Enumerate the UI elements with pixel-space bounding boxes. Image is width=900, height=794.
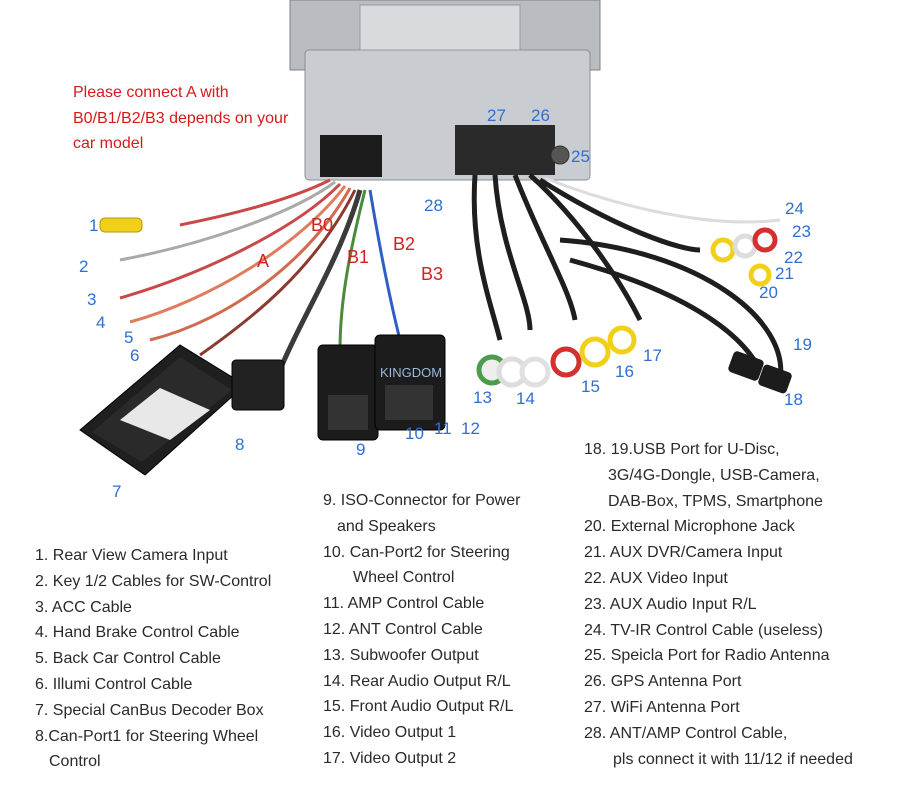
right-cables: [471, 173, 784, 381]
legend-item-25: 25. Speicla Port for Radio Antenna: [584, 647, 830, 665]
callout-6: 6: [130, 346, 140, 365]
legend-item-10: 10. Can-Port2 for Steering: [323, 543, 510, 561]
usb-ports: [728, 351, 792, 394]
legend-item-21: 21. AUX DVR/Camera Input: [584, 544, 783, 562]
callout-3: 3: [87, 290, 97, 309]
connector-b3-label: B3: [421, 264, 444, 284]
callout-22: 22: [784, 248, 803, 267]
legend-item-27: 27. WiFi Antenna Port: [584, 698, 740, 716]
callout-27: 27: [487, 106, 506, 125]
legend-item-16: 16. Video Output 1: [323, 724, 457, 742]
legend-item-28-cont: pls connect it with 11/12 if needed: [613, 750, 853, 768]
callout-12: 12: [461, 419, 480, 438]
callout-25: 25: [571, 147, 590, 166]
legend-item-18-19: 18. 19.USB Port for U-Disc,: [584, 441, 780, 458]
callout-5: 5: [124, 328, 134, 347]
legend-item-4: 4. Hand Brake Control Cable: [35, 624, 240, 642]
callout-14: 14: [516, 389, 535, 408]
connector-b1-label: B1: [347, 247, 370, 267]
legend-item-28: 28. ANT/AMP Control Cable,: [584, 724, 788, 742]
callout-28: 28: [424, 196, 443, 215]
legend-item-18-19-cont-2: DAB-Box, TPMS, Smartphone: [608, 492, 823, 510]
callout-18: 18: [784, 390, 803, 409]
callout-19: 19: [793, 335, 812, 354]
legend-item-14: 14. Rear Audio Output R/L: [323, 672, 511, 690]
callout-9: 9: [356, 440, 366, 459]
legend-item-11: 11. AMP Control Cable: [323, 595, 485, 613]
iso-connectors: [231, 334, 446, 441]
legend-item-15: 15. Front Audio Output R/L: [323, 698, 514, 716]
legend-item-6: 6. Illumi Control Cable: [35, 675, 193, 693]
legend-column-3: 18. 19.USB Port for U-Disc, 3G/4G-Dongle…: [584, 437, 853, 772]
callout-13: 13: [473, 388, 492, 407]
legend-item-7: 7. Special CanBus Decoder Box: [35, 701, 264, 719]
connector-a-label: A: [257, 251, 270, 271]
legend-item-13: 13. Subwoofer Output: [323, 646, 479, 664]
legend-item-20: 20. External Microphone Jack: [584, 518, 795, 536]
watermark: KINGDOM: [380, 365, 442, 380]
legend-column-1: 1. Rear View Camera Input 2. Key 1/2 Cab…: [35, 543, 271, 775]
legend-column-2: 9. ISO-Connector for Power and Speakers …: [323, 488, 520, 772]
legend-item-22: 22. AUX Video Input: [584, 569, 728, 587]
callout-23: 23: [792, 222, 811, 241]
callout-4: 4: [96, 313, 106, 332]
head-unit-chassis: [289, 0, 601, 181]
callout-26: 26: [531, 106, 550, 125]
legend-item-8-cont: Control: [49, 753, 101, 771]
callout-10: 10: [405, 424, 424, 443]
callout-2: 2: [79, 257, 89, 276]
callout-8: 8: [235, 435, 245, 454]
callout-16: 16: [615, 362, 634, 381]
callout-7: 7: [112, 482, 122, 501]
legend-item-3: 3. ACC Cable: [35, 598, 132, 616]
callout-24: 24: [785, 199, 804, 218]
connector-b2-label: B2: [393, 234, 416, 254]
callout-21: 21: [775, 264, 794, 283]
legend-item-12: 12. ANT Control Cable: [323, 620, 483, 638]
connector-b0-label: B0: [311, 215, 334, 235]
legend-item-8: 8.Can-Port1 for Steering Wheel: [35, 727, 259, 745]
legend-item-5: 5. Back Car Control Cable: [35, 650, 221, 668]
callout-15: 15: [581, 377, 600, 396]
callout-1: 1: [89, 216, 99, 235]
legend-item-23: 23. AUX Audio Input R/L: [584, 595, 757, 613]
legend-item-18-19-cont-1: 3G/4G-Dongle, USB-Camera,: [608, 466, 820, 484]
legend-item-17: 17. Video Output 2: [323, 749, 457, 767]
canbus-decoder-box: [79, 344, 246, 476]
legend-item-9-cont: and Speakers: [337, 517, 436, 535]
callout-20: 20: [759, 283, 778, 302]
legend-item-26: 26. GPS Antenna Port: [584, 673, 742, 691]
legend-item-24: 24. TV-IR Control Cable (useless): [584, 621, 823, 639]
left-wires: [119, 178, 402, 371]
connection-note: Please connect A with B0/B1/B2/B3 depend…: [73, 84, 289, 152]
legend-item-1: 1. Rear View Camera Input: [35, 547, 228, 564]
legend-item-10-cont: Wheel Control: [353, 569, 455, 587]
rca-plugs: [99, 217, 778, 388]
callout-17: 17: [643, 346, 662, 365]
legend-item-9: 9. ISO-Connector for Power: [323, 492, 521, 509]
legend-item-2: 2. Key 1/2 Cables for SW-Control: [35, 572, 272, 590]
callout-11: 11: [434, 419, 452, 438]
